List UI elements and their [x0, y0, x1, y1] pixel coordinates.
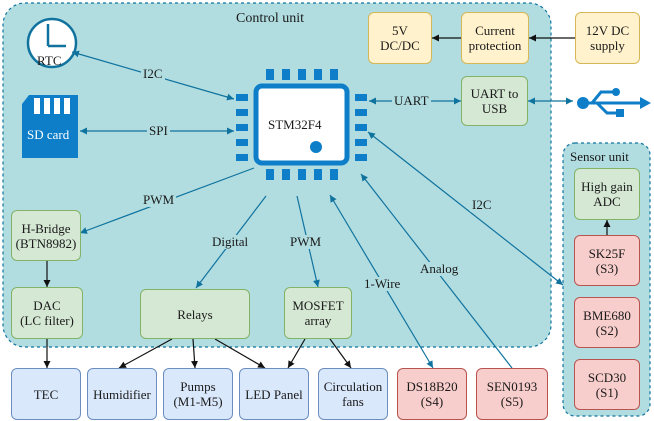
dac-line1: DAC	[33, 298, 61, 313]
i2c-sensor-label: I2C	[470, 197, 494, 212]
hbridge-line2: (BTN8982)	[15, 235, 77, 251]
supply-line1: 12V DC	[585, 23, 630, 38]
dcdc-converter-box: 5V DC/DC	[368, 12, 432, 64]
i2c-rtc-label: I2C	[141, 66, 165, 81]
supply-line2: supply	[590, 38, 625, 53]
uart-usb-line1: UART to	[470, 86, 519, 101]
led-panel-box: LED Panel	[239, 368, 309, 420]
current-protection-line2: protection	[468, 38, 522, 53]
hbridge-line1: H-Bridge	[21, 220, 71, 236]
fans-line1: Circulation	[323, 379, 383, 394]
sen0193-box: SEN0193 (S5)	[476, 368, 548, 420]
pumps-line1: Pumps	[180, 379, 216, 394]
scd30-box: SCD30 (S1)	[574, 359, 640, 410]
dac-box: DAC (LC filter)	[11, 287, 83, 339]
tec-box: TEC	[11, 368, 81, 420]
pumps-line2: (M1-M5)	[173, 394, 223, 409]
circulation-fans-box: Circulation fans	[318, 368, 388, 420]
sd-card-icon	[22, 95, 78, 158]
current-protection-line1: Current	[475, 23, 515, 38]
dcdc-line2: DC/DC	[380, 38, 420, 53]
analog-label: Analog	[418, 261, 461, 276]
pwm-hbridge-label: PWM	[141, 192, 177, 207]
bme680-line1: BME680	[583, 307, 631, 323]
dac-line2: (LC filter)	[20, 313, 74, 328]
bme680-line2: (S2)	[595, 322, 619, 338]
humidifier-label: Humidifier	[93, 386, 151, 402]
sensor-unit-title: Sensor unit	[570, 149, 629, 164]
sk25f-line1: SK25F	[588, 245, 626, 261]
ds18b20-box: DS18B20 (S4)	[397, 368, 467, 420]
fans-line2: fans	[342, 394, 364, 409]
pumps-box: Pumps (M1-M5)	[163, 368, 233, 420]
led-panel-label: LED Panel	[245, 386, 303, 402]
mosfet-line2: array	[304, 313, 332, 328]
rtc-label: RTC	[37, 53, 62, 68]
clock-icon	[26, 17, 78, 69]
black-links	[43, 34, 611, 369]
onewire-label: 1-Wire	[362, 276, 403, 291]
bme680-box: BME680 (S2)	[574, 297, 640, 348]
dcdc-line1: 5V	[392, 23, 408, 38]
sk25f-box: SK25F (S3)	[574, 235, 640, 286]
uart-usb-box: UART to USB	[461, 76, 528, 126]
mosfet-line1: MOSFET	[292, 298, 344, 313]
humidifier-box: Humidifier	[87, 368, 157, 420]
hbridge-box: H-Bridge (BTN8982)	[11, 210, 81, 261]
sen0193-line2: (S5)	[500, 394, 524, 409]
ds18b20-line1: DS18B20	[406, 379, 458, 394]
digital-label: Digital	[210, 234, 251, 249]
uart-label: UART	[392, 93, 431, 108]
chip-icon	[236, 69, 367, 180]
adc-box: High gain ADC	[574, 168, 640, 220]
sk25f-line2: (S3)	[595, 260, 619, 276]
sd-card-label: SD card	[27, 127, 70, 142]
pwm-mosfet-label: PWM	[288, 234, 324, 249]
scd30-line2: (S1)	[595, 384, 619, 400]
usb-icon	[577, 88, 651, 117]
mosfet-array-box: MOSFET array	[284, 287, 352, 339]
supply-box: 12V DC supply	[575, 12, 640, 64]
relays-box: Relays	[140, 289, 250, 339]
control-unit-title: Control unit	[236, 11, 305, 26]
current-protection-box: Current protection	[461, 12, 529, 64]
spi-label: SPI	[147, 123, 170, 138]
adc-line1: High gain	[581, 179, 633, 194]
tec-label: TEC	[33, 386, 59, 402]
scd30-line1: SCD30	[587, 369, 627, 385]
mcu-label: STM32F4	[268, 117, 322, 132]
uart-usb-line2: USB	[481, 101, 508, 116]
ds18b20-line2: (S4)	[420, 394, 444, 409]
relays-label: Relays	[177, 306, 213, 322]
sen0193-line1: SEN0193	[486, 379, 538, 394]
adc-line2: ADC	[593, 194, 621, 209]
